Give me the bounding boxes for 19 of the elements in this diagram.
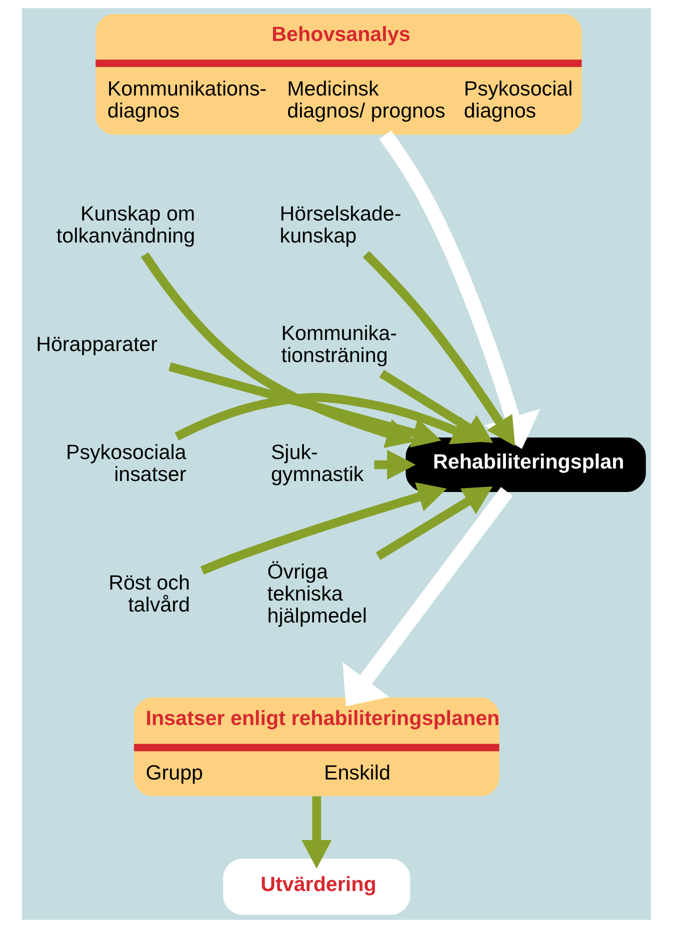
arrow	[342, 487, 513, 706]
node-text: Kommunika- tionsträning	[281, 322, 397, 367]
node-text: Kunskap om tolkanvändning	[56, 202, 196, 248]
arrow	[200, 482, 447, 575]
node-box: Utvärdering	[223, 858, 410, 915]
arrow	[362, 251, 516, 446]
arrow	[174, 393, 482, 444]
node-text: Övriga tekniska hjälpmedel	[267, 560, 367, 628]
node-text: Hörselskade- kunskap	[280, 202, 402, 248]
arrow	[374, 450, 416, 480]
node-box: Rehabiliteringsplan	[406, 437, 646, 492]
arrow	[379, 130, 540, 449]
arrow	[302, 796, 332, 869]
node-text: Hörapparater	[36, 332, 158, 356]
arrow	[168, 362, 442, 448]
node-text: Sjuk- gymnastik	[270, 441, 364, 486]
arrow	[376, 486, 493, 560]
node-text: Psykosociala insatser	[66, 441, 186, 486]
node-text: Röst och talvård	[108, 572, 190, 617]
